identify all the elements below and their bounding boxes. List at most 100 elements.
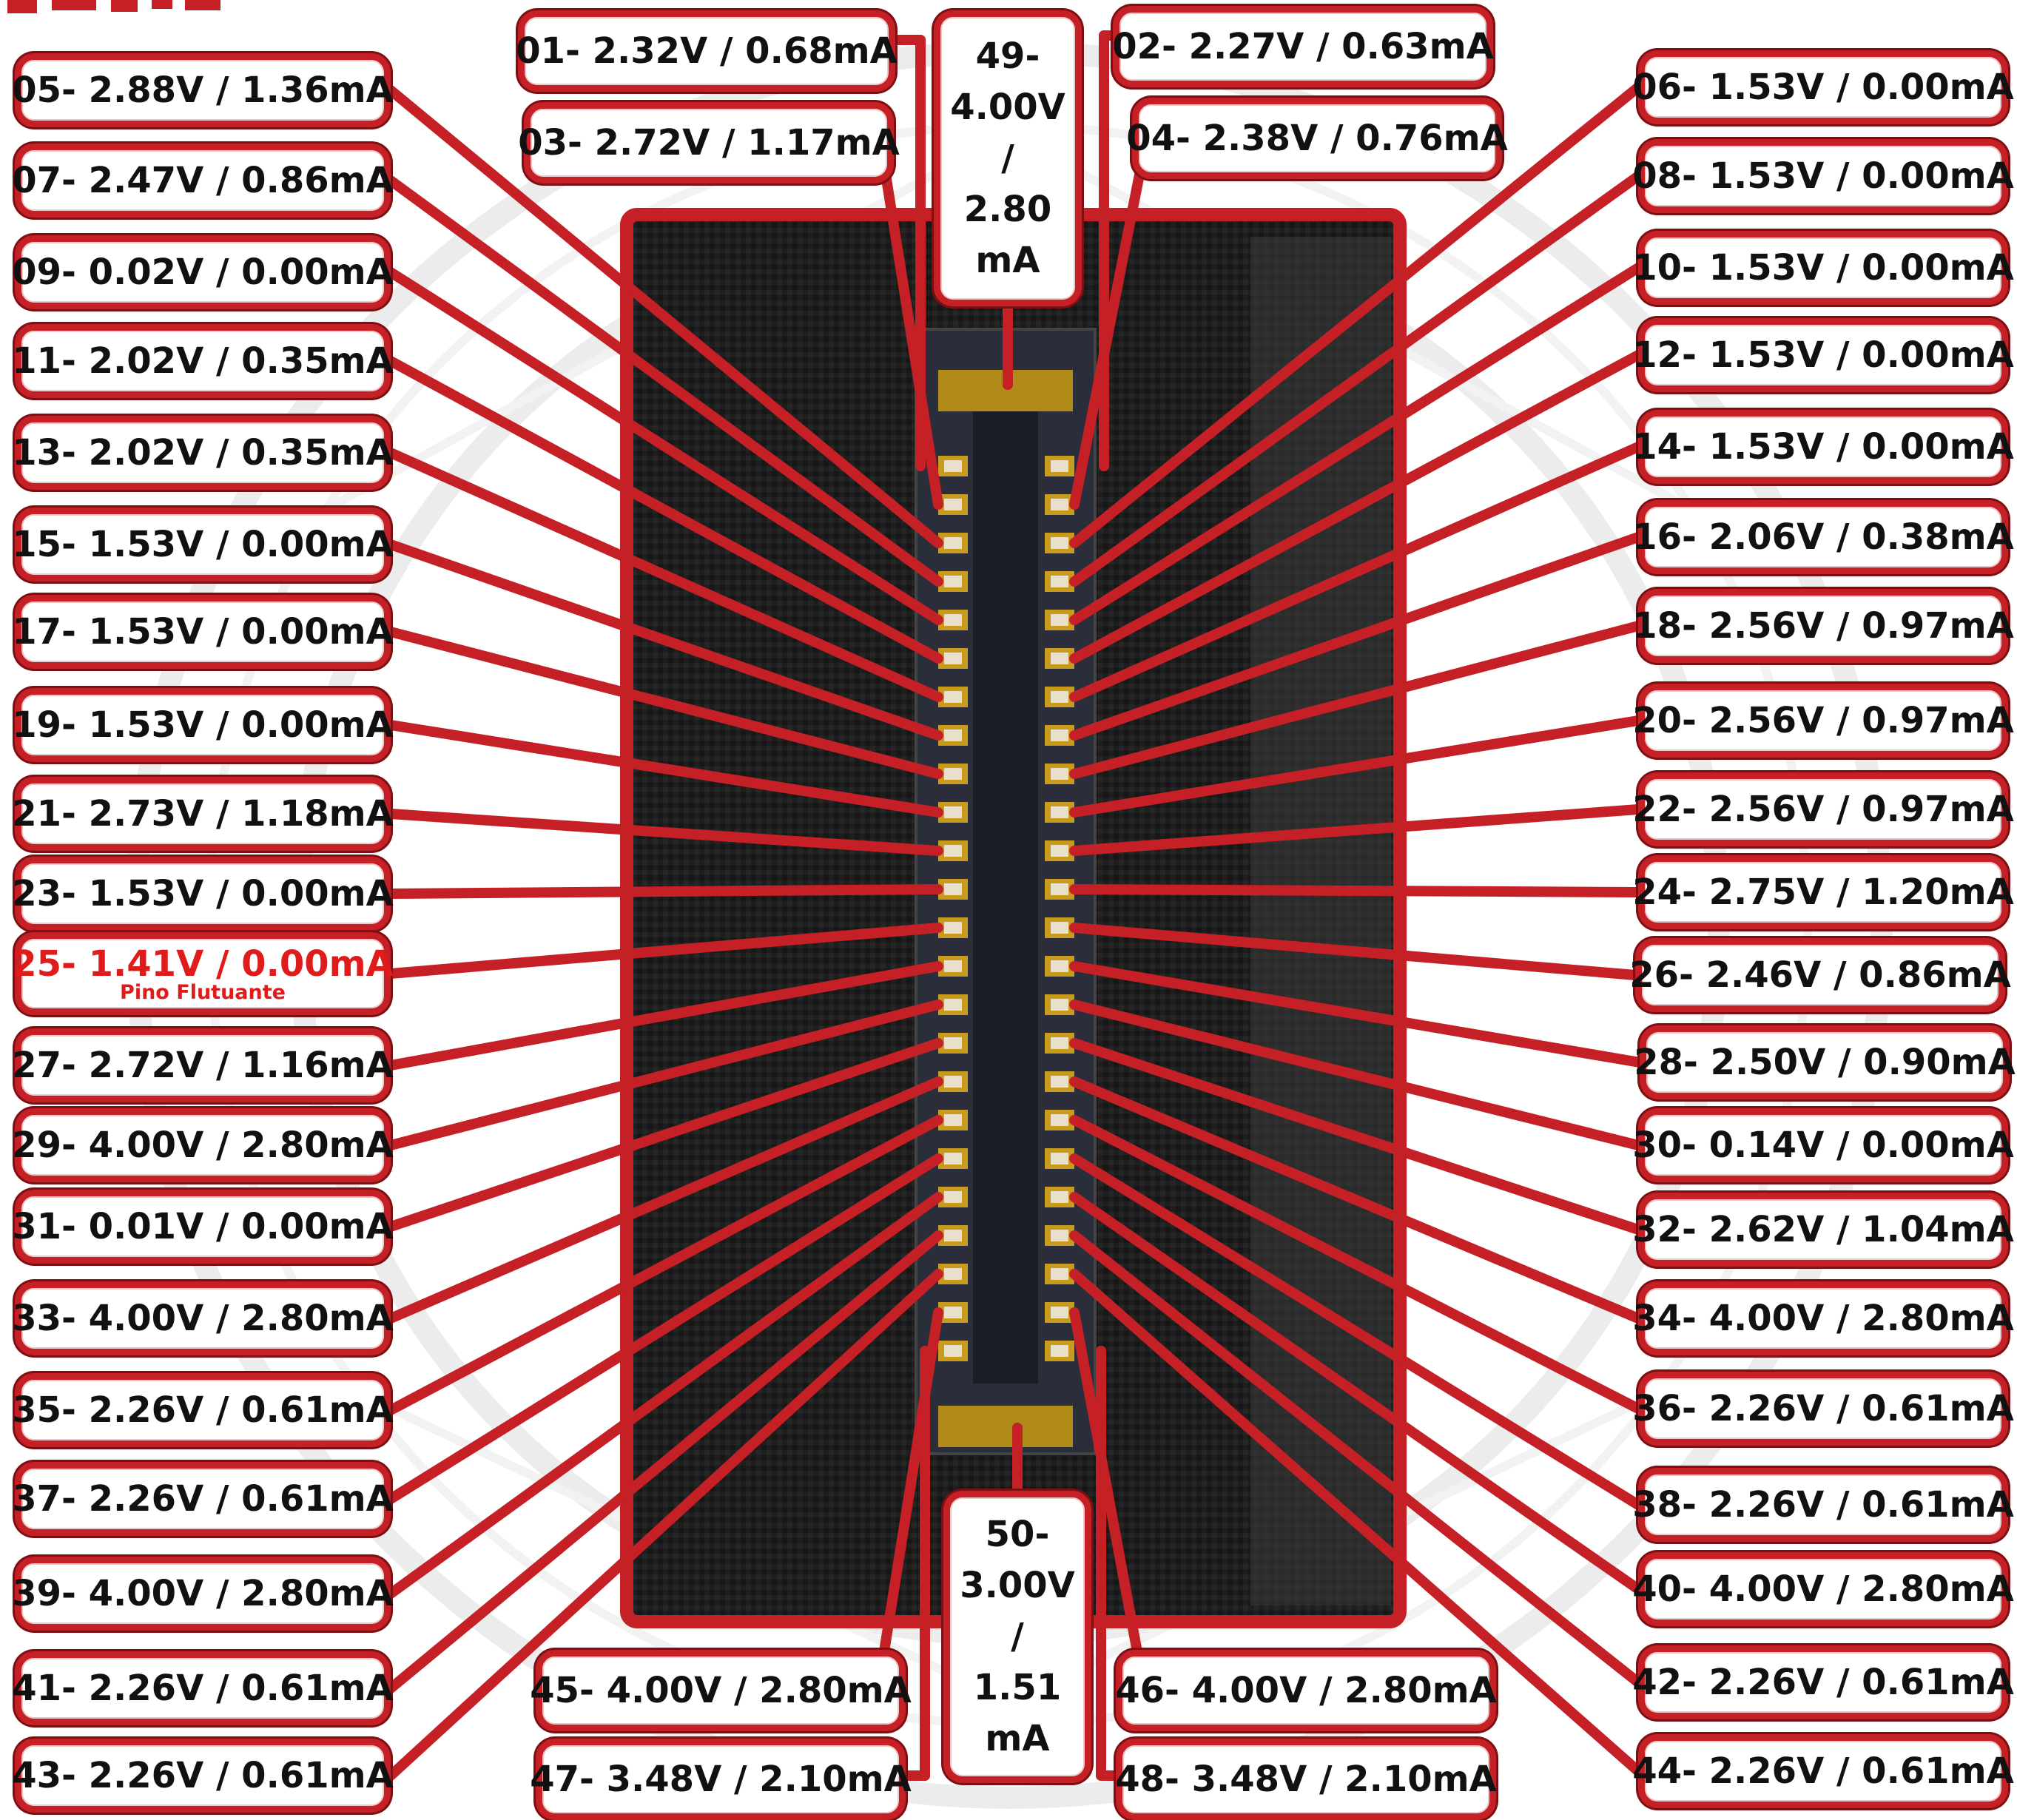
leader-line <box>1069 171 1643 587</box>
pad-window <box>1051 1076 1068 1088</box>
pin-09-label: 09- 0.02V / 0.00mA <box>12 235 394 309</box>
pad-window <box>1051 653 1068 664</box>
pin-reading: 40- 4.00V / 2.80mA <box>1632 1568 2014 1610</box>
pin-reading: 33- 4.00V / 2.80mA <box>12 1298 394 1339</box>
pin-49-separator: / <box>1001 137 1014 179</box>
leader-line <box>385 627 943 779</box>
pin-02-label: 02- 2.27V / 0.63mA <box>1112 6 1494 87</box>
pin-27-label: 27- 2.72V / 1.16mA <box>12 1028 394 1102</box>
pin-03-label: 03- 2.72V / 1.17mA <box>518 102 900 183</box>
bottom-anchor-pad <box>938 1406 1073 1447</box>
pin-07-label: 07- 2.47V / 0.86mA <box>12 144 394 218</box>
leader-line <box>881 174 943 510</box>
pin-reading: 06- 1.53V / 0.00mA <box>1632 67 2014 108</box>
pin-43-label: 43- 2.26V / 0.61mA <box>12 1739 394 1813</box>
leader-line <box>1069 884 1643 897</box>
pin-14-label: 14- 1.53V / 0.00mA <box>1632 410 2014 484</box>
leader-line <box>1069 804 1643 856</box>
pin-37-label: 37- 2.26V / 0.61mA <box>12 1462 394 1536</box>
leader-line <box>1069 1115 1643 1414</box>
pad-window <box>944 537 962 549</box>
pin-42-label: 42- 2.26V / 0.61mA <box>1632 1645 2014 1719</box>
pad-window <box>1051 1037 1068 1049</box>
pad-window <box>1051 1307 1068 1318</box>
leader-line <box>385 448 943 702</box>
pad-window <box>1051 729 1068 741</box>
pin-01-label: 01- 2.32V / 0.68mA <box>516 10 898 92</box>
pad-window <box>944 499 962 510</box>
pad-window <box>1051 614 1068 626</box>
pad-window <box>1051 691 1068 703</box>
pad-window <box>1051 1153 1068 1165</box>
pin-50-number: 50- <box>985 1514 1050 1555</box>
pad-window <box>1051 960 1068 972</box>
pin-reading: 34- 4.00V / 2.80mA <box>1632 1298 2014 1339</box>
pad-window <box>1051 1345 1068 1357</box>
pad-window <box>944 845 962 857</box>
leader-line <box>385 539 943 741</box>
pin-reading: 20- 2.56V / 0.97mA <box>1632 700 2014 741</box>
pin-23-label: 23- 1.53V / 0.00mA <box>12 857 394 931</box>
leader-line <box>1069 350 1643 664</box>
leader-line <box>1069 1000 1643 1150</box>
leader-line <box>385 1269 943 1781</box>
leader-line <box>385 85 943 548</box>
pin-reading: 18- 2.56V / 0.97mA <box>1632 605 2014 647</box>
leader-line <box>385 1000 943 1150</box>
pin-reading: 48- 3.48V / 2.10mA <box>1115 1759 1497 1800</box>
pin-reading: 43- 2.26V / 0.61mA <box>12 1755 394 1796</box>
pin-reading: 45- 4.00V / 2.80mA <box>530 1670 912 1711</box>
pad-window <box>944 806 962 818</box>
pin-reading: 02- 2.27V / 0.63mA <box>1112 26 1494 67</box>
pin-reading: 11- 2.02V / 0.35mA <box>12 340 394 382</box>
pin-reading: 21- 2.73V / 1.18mA <box>12 793 394 835</box>
leader-line <box>385 720 943 818</box>
leader-line <box>1069 1038 1643 1235</box>
pin-reading: 30- 0.14V / 0.00mA <box>1632 1125 2014 1166</box>
pin-49-voltage: 4.00V <box>950 86 1065 128</box>
pin-30-label: 30- 0.14V / 0.00mA <box>1632 1108 2014 1182</box>
leader-line <box>385 1076 943 1324</box>
leader-line <box>1069 621 1643 779</box>
pin-33-label: 33- 4.00V / 2.80mA <box>12 1281 394 1355</box>
pin-50-voltage: 3.00V <box>960 1565 1075 1606</box>
pin-reading: 31- 0.01V / 0.00mA <box>12 1206 394 1247</box>
pad-window <box>944 1037 962 1049</box>
pad-window <box>1051 999 1068 1011</box>
pin-reading: 07- 2.47V / 0.86mA <box>12 160 394 201</box>
leader-line <box>385 267 943 625</box>
pad-window <box>944 691 962 703</box>
pad-window <box>1051 806 1068 818</box>
pin-24-label: 24- 2.75V / 1.20mA <box>1632 855 2014 929</box>
pin-reading: 14- 1.53V / 0.00mA <box>1632 426 2014 468</box>
pin-17-label: 17- 1.53V / 0.00mA <box>12 595 394 669</box>
pad-window <box>944 922 962 934</box>
pin-reading: 01- 2.32V / 0.68mA <box>516 30 898 72</box>
leader-line <box>1069 532 1643 741</box>
pad-window <box>1051 1114 1068 1126</box>
pin-29-label: 29- 4.00V / 2.80mA <box>12 1108 394 1182</box>
leader-line <box>1069 961 1645 1068</box>
pad-window <box>944 1153 962 1165</box>
pad-window <box>1051 537 1068 549</box>
pad-window <box>944 576 962 587</box>
pin-48-label: 48- 3.48V / 2.10mA <box>1115 1739 1497 1820</box>
pin-49-number: 49- <box>975 35 1040 77</box>
pin-10-label: 10- 1.53V / 0.00mA <box>1632 231 2014 305</box>
pad-window <box>944 1345 962 1357</box>
leader-line <box>1069 715 1643 818</box>
pad-window <box>944 729 962 741</box>
pin-31-label: 31- 0.01V / 0.00mA <box>12 1190 394 1264</box>
pin-reading: 39- 4.00V / 2.80mA <box>12 1573 394 1614</box>
pin-04-label: 04- 2.38V / 0.76mA <box>1126 98 1508 179</box>
pin-46-label: 46- 4.00V / 2.80mA <box>1115 1650 1497 1731</box>
pin-reading: 09- 0.02V / 0.00mA <box>12 252 394 293</box>
pin-reading: 42- 2.26V / 0.61mA <box>1632 1662 2014 1703</box>
leader-line <box>1069 1153 1643 1510</box>
cropped-title-fragment <box>7 0 220 13</box>
leader-line <box>385 884 943 899</box>
pin-reading: 05- 2.88V / 1.36mA <box>12 70 394 111</box>
pin-reading: 47- 3.48V / 2.10mA <box>530 1759 912 1800</box>
pin-34-label: 34- 4.00V / 2.80mA <box>1632 1281 2014 1355</box>
pin-20-label: 20- 2.56V / 0.97mA <box>1632 684 2014 758</box>
